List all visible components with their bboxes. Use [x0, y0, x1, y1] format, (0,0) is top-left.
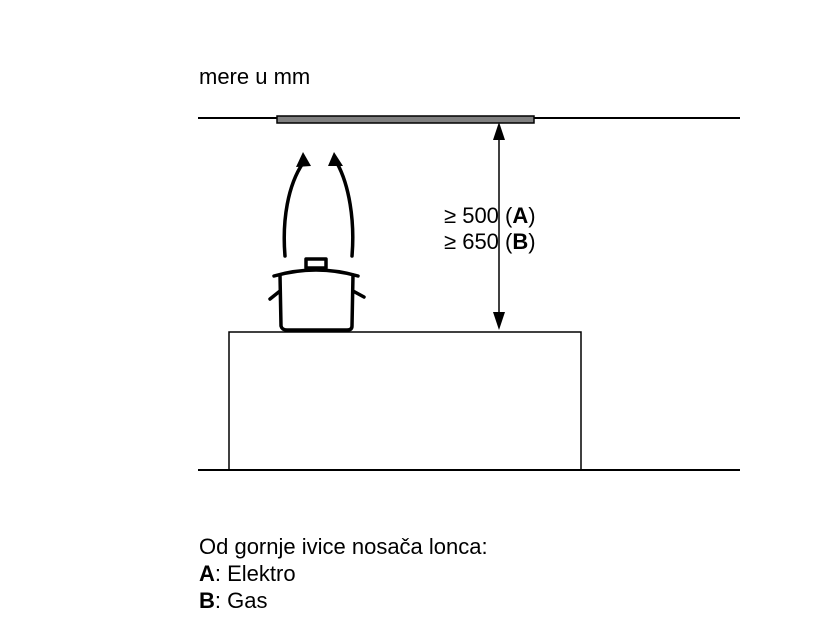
units-label: mere u mm — [199, 64, 311, 89]
legend-key: A — [199, 561, 215, 586]
legend: Od gornje ivice nosača lonca: A: Elektro… — [199, 533, 488, 614]
double-arrow-icon — [493, 122, 505, 330]
legend-heading: Od gornje ivice nosača lonca: — [199, 534, 488, 559]
ge-symbol: ≥ — [444, 229, 457, 254]
steam-arrow-icon — [282, 161, 355, 258]
legend-key: B — [199, 588, 215, 613]
cooktop-cabinet — [228, 331, 582, 471]
dimension-value: 650 — [462, 229, 499, 254]
pot-icon — [268, 257, 366, 332]
dimension-key: B — [512, 229, 529, 254]
dimension-value: 500 — [462, 203, 499, 228]
legend-text: : Gas — [214, 588, 268, 613]
legend-item: A: Elektro — [199, 560, 488, 587]
dimension-line-a: ≥ 500 (A) — [444, 203, 536, 228]
dimension-label: ≥ 500 (A) ≥ 650 (B) — [444, 203, 536, 255]
legend-item: B: Gas — [199, 587, 488, 614]
dimension-line-b: ≥ 650 (B) — [444, 229, 536, 254]
hood-panel — [276, 115, 535, 124]
legend-text: : Elektro — [214, 561, 296, 586]
ge-symbol: ≥ — [444, 203, 457, 228]
steam-arrow-heads — [296, 152, 343, 167]
dimension-key: A — [512, 203, 529, 228]
